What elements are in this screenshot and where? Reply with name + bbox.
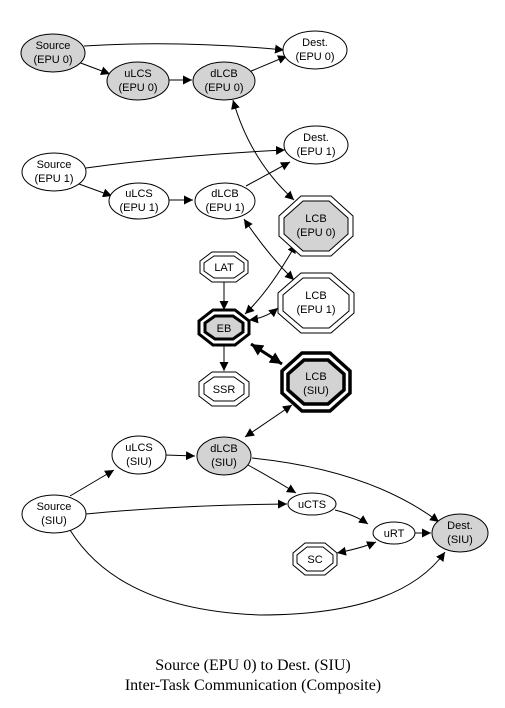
edge-dlcb-siu-to-ucts	[247, 464, 297, 494]
node-label-line1: Source	[36, 40, 71, 52]
node-lat: LAT	[199, 251, 249, 283]
node-label-line2: (SIU)	[126, 456, 152, 468]
node-label-line2: (EPU 1)	[205, 202, 244, 214]
node-dlcb-siu: dLCB (SIU)	[196, 436, 252, 476]
node-label-line2: (EPU 0)	[296, 227, 335, 239]
node-dest-siu: Dest. (SIU)	[431, 513, 489, 553]
edge-ucts-to-urt	[334, 509, 369, 525]
node-label-line1: Source	[37, 501, 72, 513]
edge-src-siu-to-ucts	[85, 499, 288, 515]
node-label-line1: LCB	[305, 213, 326, 225]
node-label-line2: (EPU 0)	[118, 82, 157, 94]
node-label-line2: (SIU)	[447, 534, 473, 546]
node-lcb-epu0: LCB (EPU 0)	[278, 195, 354, 257]
node-label-line1: uLCS	[124, 68, 152, 80]
node-label-line1: Source	[37, 159, 72, 171]
node-label-line1: LCB	[305, 371, 326, 383]
nodes: Source (EPU 0) Dest. (EPU 0) uLCS (EPU 0…	[20, 30, 489, 576]
node-ulcs-epu0: uLCS (EPU 0)	[106, 61, 170, 101]
node-label-line2: (EPU 0)	[295, 51, 334, 63]
node-source-siu: Source (SIU)	[21, 494, 87, 534]
caption: Source (EPU 0) to Dest. (SIU) Inter-Task…	[125, 657, 381, 694]
node-label-line2: (EPU 1)	[296, 146, 335, 158]
node-dlcb-epu0: dLCB (EPU 0)	[192, 61, 256, 101]
edge-src-epu0-to-ulcs-epu0	[77, 61, 111, 76]
edge-dlcb-epu1-to-dest-epu1	[245, 161, 291, 187]
node-label-line2: (EPU 1)	[119, 202, 158, 214]
node-lcb-epu1: LCB (EPU 1)	[277, 272, 355, 334]
node-label: EB	[217, 323, 232, 335]
edge-ulcs-siu-to-dlcb-siu	[164, 451, 196, 461]
node-dlcb-epu1: dLCB (EPU 1)	[194, 182, 256, 220]
edge-dlcb-epu0-to-dest-epu0	[248, 55, 288, 73]
node-label-line2: (SIU)	[303, 385, 329, 397]
node-label-line2: (EPU 0)	[204, 82, 243, 94]
node-label-line1: Dest.	[302, 37, 328, 49]
edge-src-siu-to-dest-siu	[69, 529, 446, 616]
node-label-line1: uLCS	[125, 188, 153, 200]
node-label-line1: dLCB	[211, 188, 239, 200]
edge-sc-urt	[336, 541, 377, 556]
node-label: LAT	[214, 262, 234, 274]
node-label-line1: LCB	[305, 290, 326, 302]
node-label-line2: (EPU 1)	[34, 173, 73, 185]
edge-src-epu0-to-dest-epu0	[83, 43, 285, 54]
node-dest-epu0: Dest. (EPU 0)	[282, 30, 348, 70]
node-ssr: SSR	[198, 371, 250, 407]
node-sc: SC	[292, 542, 338, 576]
node-label-line1: dLCB	[210, 443, 238, 455]
node-lcb-siu: LCB (SIU)	[280, 351, 352, 413]
node-eb: EB	[197, 308, 251, 347]
edges	[69, 43, 446, 616]
edge-src-epu1-to-dest-epu1	[85, 145, 286, 169]
caption-line-2: Inter-Task Communication (Composite)	[125, 677, 381, 694]
node-label: uRT	[384, 528, 405, 540]
edge-dlcb-siu-lcb-siu	[244, 404, 293, 438]
node-label-line2: (SIU)	[211, 457, 237, 469]
node-label-line2: (EPU 1)	[296, 304, 335, 316]
node-label-line1: Dest.	[447, 520, 473, 532]
node-label: SC	[307, 554, 322, 566]
node-label-line1: uLCS	[125, 442, 153, 454]
node-label-line2: (SIU)	[41, 515, 67, 527]
edge-src-epu1-to-ulcs-epu1	[78, 183, 113, 198]
node-ulcs-epu1: uLCS (EPU 1)	[108, 182, 170, 220]
node-label-line1: Dest.	[303, 132, 329, 144]
node-label-line1: dLCB	[210, 68, 238, 80]
node-label: SSR	[213, 384, 236, 396]
node-ucts: uCTS	[287, 492, 337, 516]
node-source-epu0: Source (EPU 0)	[20, 33, 86, 73]
node-ulcs-siu: uLCS (SIU)	[111, 435, 167, 475]
edge-dlcb-siu-to-dest-siu	[251, 457, 440, 523]
edge-src-siu-to-ulcs-siu	[69, 469, 115, 497]
edge-dlcb-epu0-lcb-epu0	[231, 99, 295, 201]
node-urt: uRT	[372, 521, 416, 545]
node-label: uCTS	[298, 499, 326, 511]
node-label-line2: (EPU 0)	[33, 54, 72, 66]
edge-eb-lcb-siu	[250, 342, 283, 366]
caption-line-1: Source (EPU 0) to Dest. (SIU)	[155, 657, 351, 674]
node-dest-epu1: Dest. (EPU 1)	[283, 125, 349, 165]
edge-eb-lcb-epu1	[248, 307, 279, 324]
node-source-epu1: Source (EPU 1)	[21, 152, 87, 192]
